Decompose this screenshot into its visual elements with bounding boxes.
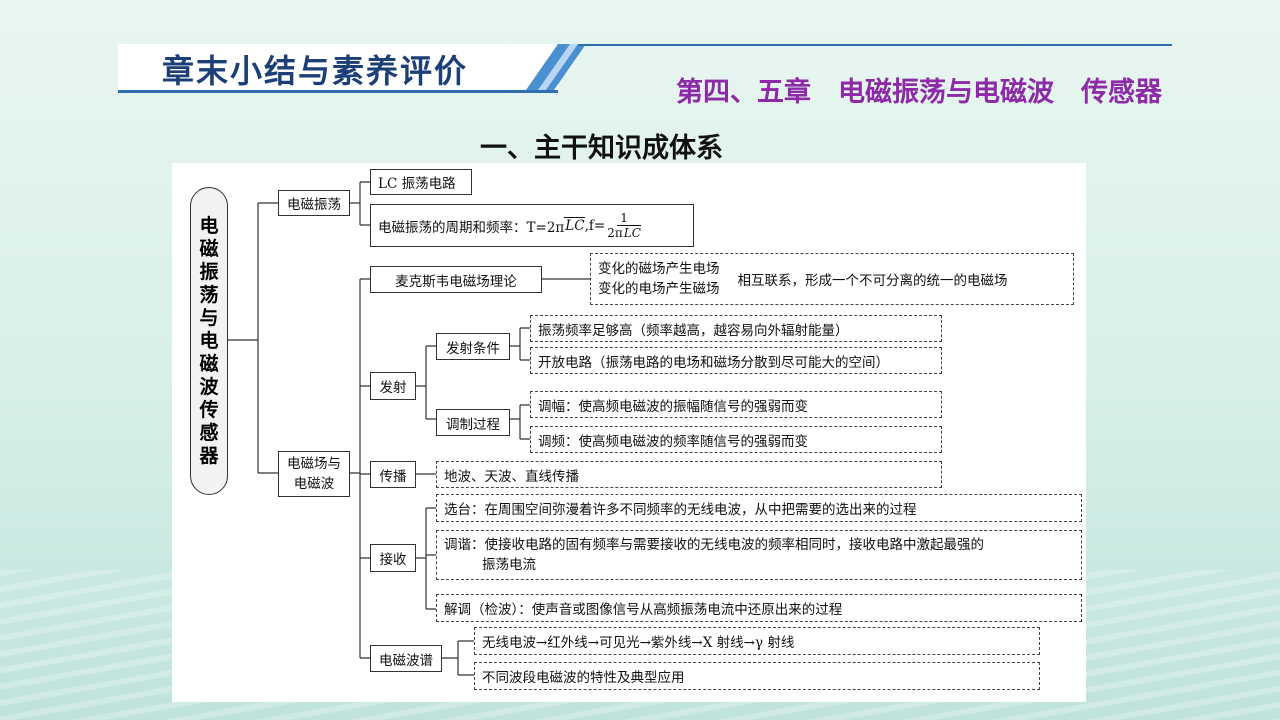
modulation-fm-text: 调频：使高频电磁波的频率随信号的强弱而变 (538, 433, 808, 450)
period-sqrt: LC (564, 217, 585, 234)
node-propagation-label: 传播 (379, 468, 407, 485)
node-oscillation: 电磁振荡 (278, 190, 350, 216)
frequency-den-sqrt: LC (622, 225, 641, 240)
node-propagation-content: 地波、天波、直线传播 (436, 461, 942, 488)
section-title: 一、主干知识成体系 (480, 133, 723, 164)
node-modulation: 调制过程 (436, 409, 510, 436)
node-field-wave: 电磁场与 电磁波 (278, 451, 350, 497)
node-spectrum: 电磁波谱 (370, 645, 442, 672)
node-lc-circuit-label: LC 振荡电路 (378, 176, 456, 192)
maxwell-pair: 变化的磁场产生电场 变化的电场产生磁场 (598, 259, 720, 299)
root-node: 电磁振荡与电磁波 传感器 (190, 187, 238, 495)
node-maxwell: 麦克斯韦电磁场理论 (370, 266, 542, 293)
node-lc-circuit: LC 振荡电路 (370, 169, 472, 195)
banner-title: 章末小结与素养评价 (162, 52, 469, 90)
reception-demodulation-text: 解调（检波）：使声音或图像信号从高频振荡电流中还原出来的过程 (444, 602, 843, 618)
maxwell-line1: 变化的磁场产生电场 (598, 261, 720, 277)
connector-lines (228, 181, 747, 676)
node-maxwell-label: 麦克斯韦电磁场理论 (395, 273, 517, 290)
node-spectrum-label: 电磁波谱 (379, 652, 433, 669)
node-field-wave-line1: 电磁场与 (287, 456, 341, 472)
banner-title-block: 章末小结与素养评价 (118, 44, 558, 93)
header-banner: 章末小结与素养评价 第四、五章 电磁振荡与电磁波 传感器 (118, 44, 1172, 108)
condition-1-text: 振荡频率足够高（频率越高，越容易向外辐射能量） (538, 322, 849, 339)
node-modulation-am: 调幅：使高频电磁波的振幅随信号的强弱而变 (530, 391, 942, 418)
maxwell-line2: 变化的电场产生磁场 (598, 281, 720, 297)
frequency-fraction: 1 2πLC (607, 211, 641, 240)
propagation-text: 地波、天波、直线传播 (444, 468, 579, 485)
period-prefix: 电磁振荡的周期和频率：T=2π (378, 219, 565, 236)
reception-tuning-line2: 振荡电流 (482, 557, 536, 573)
node-modulation-label: 调制过程 (446, 416, 500, 433)
node-spectrum-applications: 不同波段电磁波的特性及典型应用 (474, 662, 1040, 690)
node-emission-condition-label: 发射条件 (446, 340, 500, 357)
condition-2-text: 开放电路（振荡电路的电场和磁场分散到尽可能大的空间） (538, 354, 889, 371)
spectrum-order-text: 无线电波→红外线→可见光→紫外线→X 射线→γ 射线 (482, 635, 795, 651)
node-emission-condition: 发射条件 (436, 333, 510, 360)
root-label: 电磁振荡与电磁波 传感器 (199, 214, 238, 467)
node-condition-1: 振荡频率足够高（频率越高，越容易向外辐射能量） (530, 315, 942, 342)
node-reception-label: 接收 (379, 552, 407, 568)
node-reception: 接收 (370, 544, 416, 572)
frequency-numerator: 1 (617, 211, 631, 226)
node-condition-2: 开放电路（振荡电路的电场和磁场分散到尽可能大的空间） (530, 347, 942, 374)
banner-slash-decoration (526, 44, 586, 90)
spectrum-applications-text: 不同波段电磁波的特性及典型应用 (482, 670, 685, 686)
reception-select-text: 选台：在周围空间弥漫着许多不同频率的无线电波，从中把需要的选出来的过程 (444, 502, 917, 518)
node-spectrum-order: 无线电波→红外线→可见光→紫外线→X 射线→γ 射线 (474, 627, 1040, 655)
node-tuning-select: 选台：在周围空间弥漫着许多不同频率的无线电波，从中把需要的选出来的过程 (436, 494, 1082, 522)
frequency-denominator: 2πLC (607, 225, 641, 240)
node-propagation: 传播 (370, 461, 416, 488)
maxwell-result: 相互联系，形成一个不可分离的统一的电磁场 (737, 273, 1008, 289)
node-modulation-fm: 调频：使高频电磁波的频率随信号的强弱而变 (530, 426, 942, 453)
modulation-am-text: 调幅：使高频电磁波的振幅随信号的强弱而变 (538, 398, 808, 415)
reception-tuning-line1: 调谐：使接收电路的固有频率与需要接收的无线电波的频率相同时，接收电路中激起最强的 (444, 537, 984, 553)
node-emission-label: 发射 (379, 380, 407, 396)
node-maxwell-content: 变化的磁场产生电场 变化的电场产生磁场 相互联系，形成一个不可分离的统一的电磁场 (590, 253, 1074, 305)
node-tuning-resonance: 调谐：使接收电路的固有频率与需要接收的无线电波的频率相同时，接收电路中激起最强的… (436, 530, 1082, 580)
knowledge-map: 电磁振荡与电磁波 传感器 电磁振荡 LC 振荡电路 电磁振荡的周期和频率：T=2… (172, 163, 1086, 702)
chapter-title: 第四、五章 电磁振荡与电磁波 传感器 (676, 77, 1162, 108)
banner-right-block: 第四、五章 电磁振荡与电磁波 传感器 (578, 44, 1172, 108)
frequency-den-prefix: 2π (607, 226, 623, 240)
node-field-wave-line2: 电磁波 (293, 476, 335, 492)
node-oscillation-label: 电磁振荡 (287, 197, 341, 213)
node-emission: 发射 (370, 372, 416, 400)
period-mid: ,f= (584, 217, 606, 234)
node-demodulation: 解调（检波）：使声音或图像信号从高频振荡电流中还原出来的过程 (436, 594, 1082, 622)
